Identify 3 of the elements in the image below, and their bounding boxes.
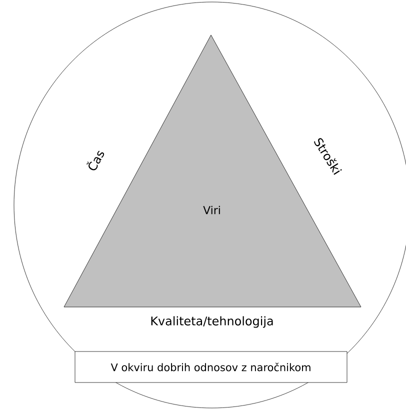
text-box: V okviru dobrih odnosov z naročnikom: [74, 351, 348, 383]
side-label: Kvaliteta/tehnologija: [151, 316, 273, 328]
side-label: Čas: [86, 150, 104, 170]
